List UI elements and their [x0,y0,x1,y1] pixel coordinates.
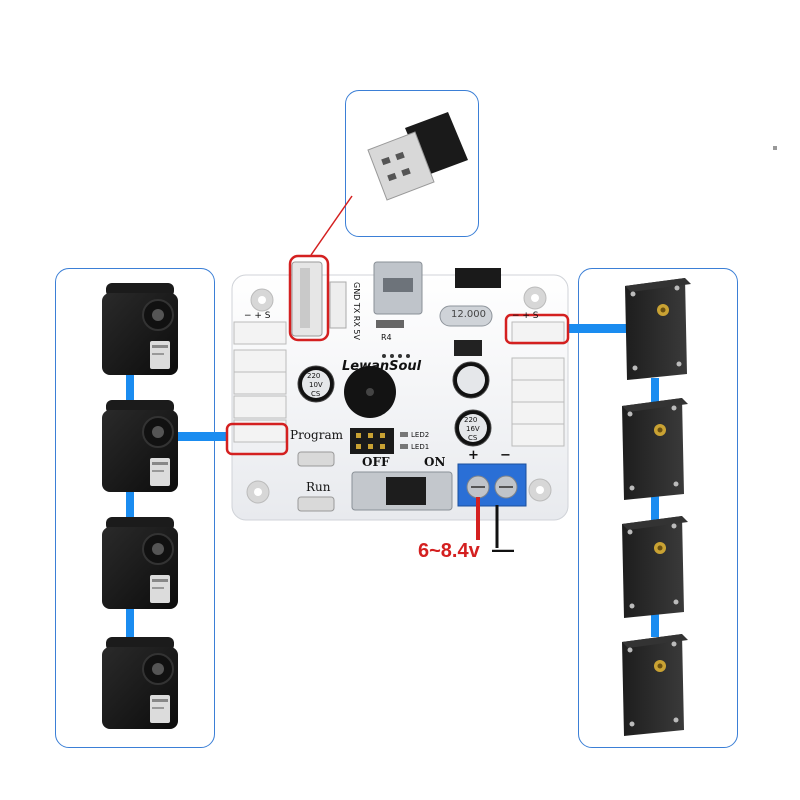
receiver-highlight [288,254,330,342]
right-port-signs: − + S [512,311,539,321]
left-port-signs: − + S [244,311,271,321]
cap2-value: 220 [464,416,478,424]
controller-board [231,261,569,521]
off-label: OFF [362,455,390,469]
cap1-mark: CS [311,390,321,398]
left-servo-3 [102,517,178,609]
voltage-label: 6~8.4v [418,540,480,562]
on-label: ON [424,455,446,469]
left-servo-4 [102,637,178,729]
crystal-label: 12.000 [451,309,486,320]
left-servo-cable [126,365,227,645]
brand-label: LewanSoul [342,359,422,374]
left-port-highlight [225,422,289,456]
cap1-value: 220 [307,372,321,380]
callout-line [310,195,353,256]
right-port-highlight [504,313,570,345]
program-label: Program [290,428,343,442]
right-servo-1 [625,278,691,380]
left-servo-2 [102,400,178,492]
r4-label: R4 [381,333,392,342]
edge-mark [773,146,777,150]
terminal-plus: + [468,448,479,463]
cap2-mark: CS [468,434,478,442]
usb-dongle [367,112,468,201]
right-servo-cable [567,324,659,637]
right-servo-4 [622,634,688,736]
terminal-minus: − [500,448,511,463]
cap2-voltage: 16V [466,425,480,433]
led1-label: LED1 [411,443,430,451]
power-leads [476,497,499,548]
cap1-voltage: 10V [309,381,323,389]
run-label: Run [306,480,331,494]
highlight-boxes [225,254,570,456]
header-pins-label: GND TX RX 5V [352,282,361,340]
right-servo-2 [622,398,688,500]
right-servo-3 [622,516,688,618]
ground-label: — [492,537,514,562]
left-servo-1 [102,283,178,375]
led2-label: LED2 [411,431,430,439]
